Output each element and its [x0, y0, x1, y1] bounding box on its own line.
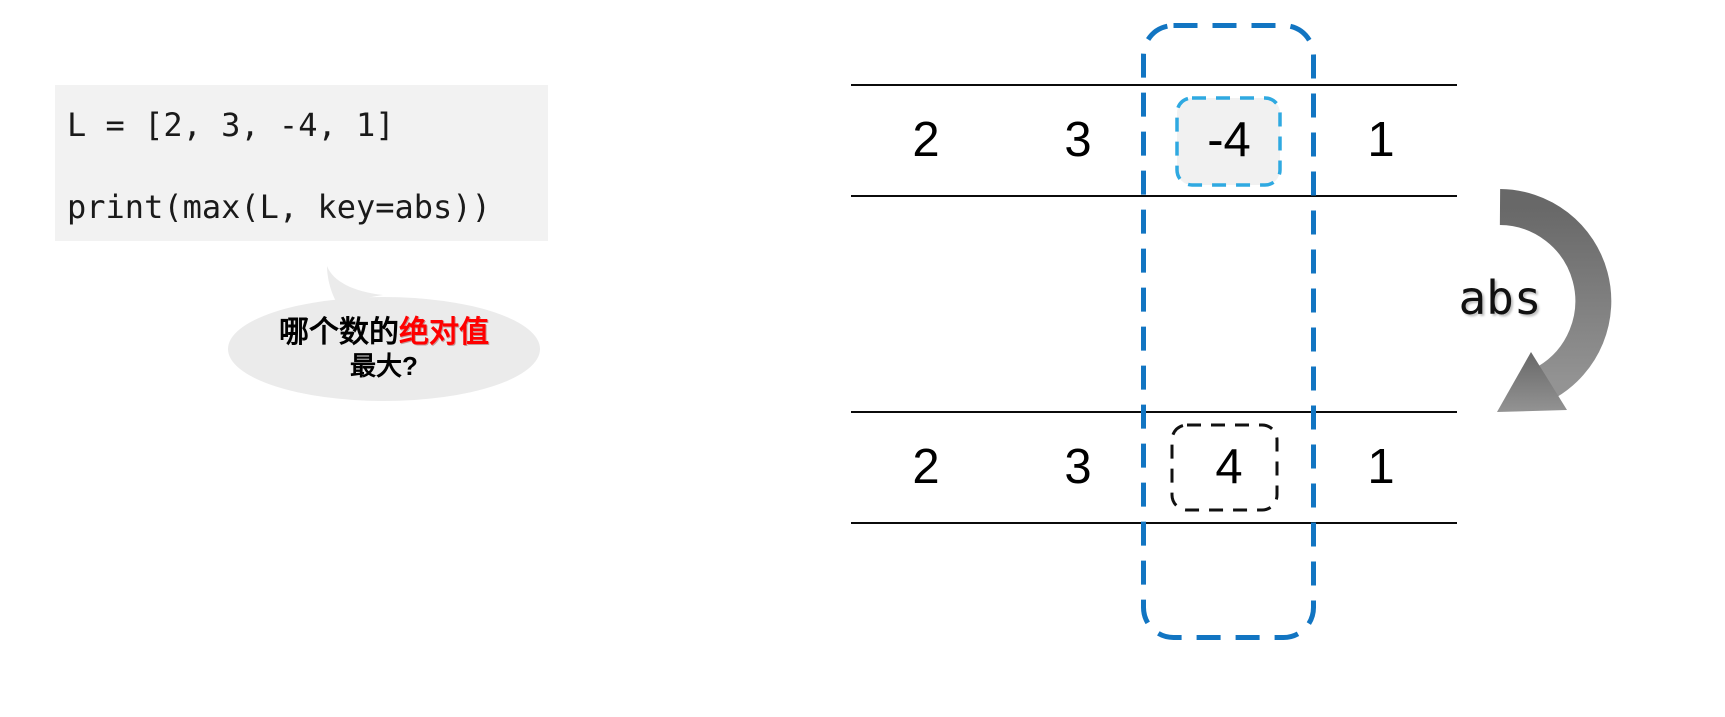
bottom-row-value-3-highlighted: 4 — [1215, 440, 1243, 494]
top-row-lower-line — [851, 195, 1457, 197]
speech-bubble-tail — [327, 266, 383, 303]
bubble-text-prefix: 哪个数的 — [279, 316, 399, 349]
bottom-row-lower-line — [851, 522, 1457, 524]
bubble-text-suffix: 最大? — [350, 351, 418, 381]
code-line-2: print(max(L, key=abs)) — [67, 188, 491, 226]
top-row-value-1: 2 — [912, 113, 940, 167]
arrow-label: abs — [1458, 271, 1542, 325]
top-row-value-2: 3 — [1064, 113, 1092, 167]
bottom-row-value-4: 1 — [1367, 440, 1395, 494]
input-value-box — [1175, 96, 1282, 187]
speech-bubble: 哪个数的绝对值 最大? — [228, 297, 540, 401]
bubble-question-line: 哪个数的绝对值 — [279, 316, 489, 350]
top-row-upper-line — [851, 84, 1457, 86]
bottom-row-value-2: 3 — [1064, 440, 1092, 494]
code-block: L = [2, 3, -4, 1] print(max(L, key=abs)) — [55, 85, 548, 241]
top-row-value-3-highlighted: -4 — [1207, 113, 1251, 167]
curved-arrow-icon — [1497, 189, 1612, 412]
selected-column-outline — [1141, 23, 1316, 640]
top-row-value-4: 1 — [1367, 113, 1395, 167]
code-line-1: L = [2, 3, -4, 1] — [67, 106, 395, 144]
bottom-row-upper-line — [851, 411, 1457, 413]
bubble-text-highlight: 绝对值 — [399, 316, 489, 349]
output-value-box — [1170, 423, 1279, 512]
bottom-row-value-1: 2 — [912, 440, 940, 494]
